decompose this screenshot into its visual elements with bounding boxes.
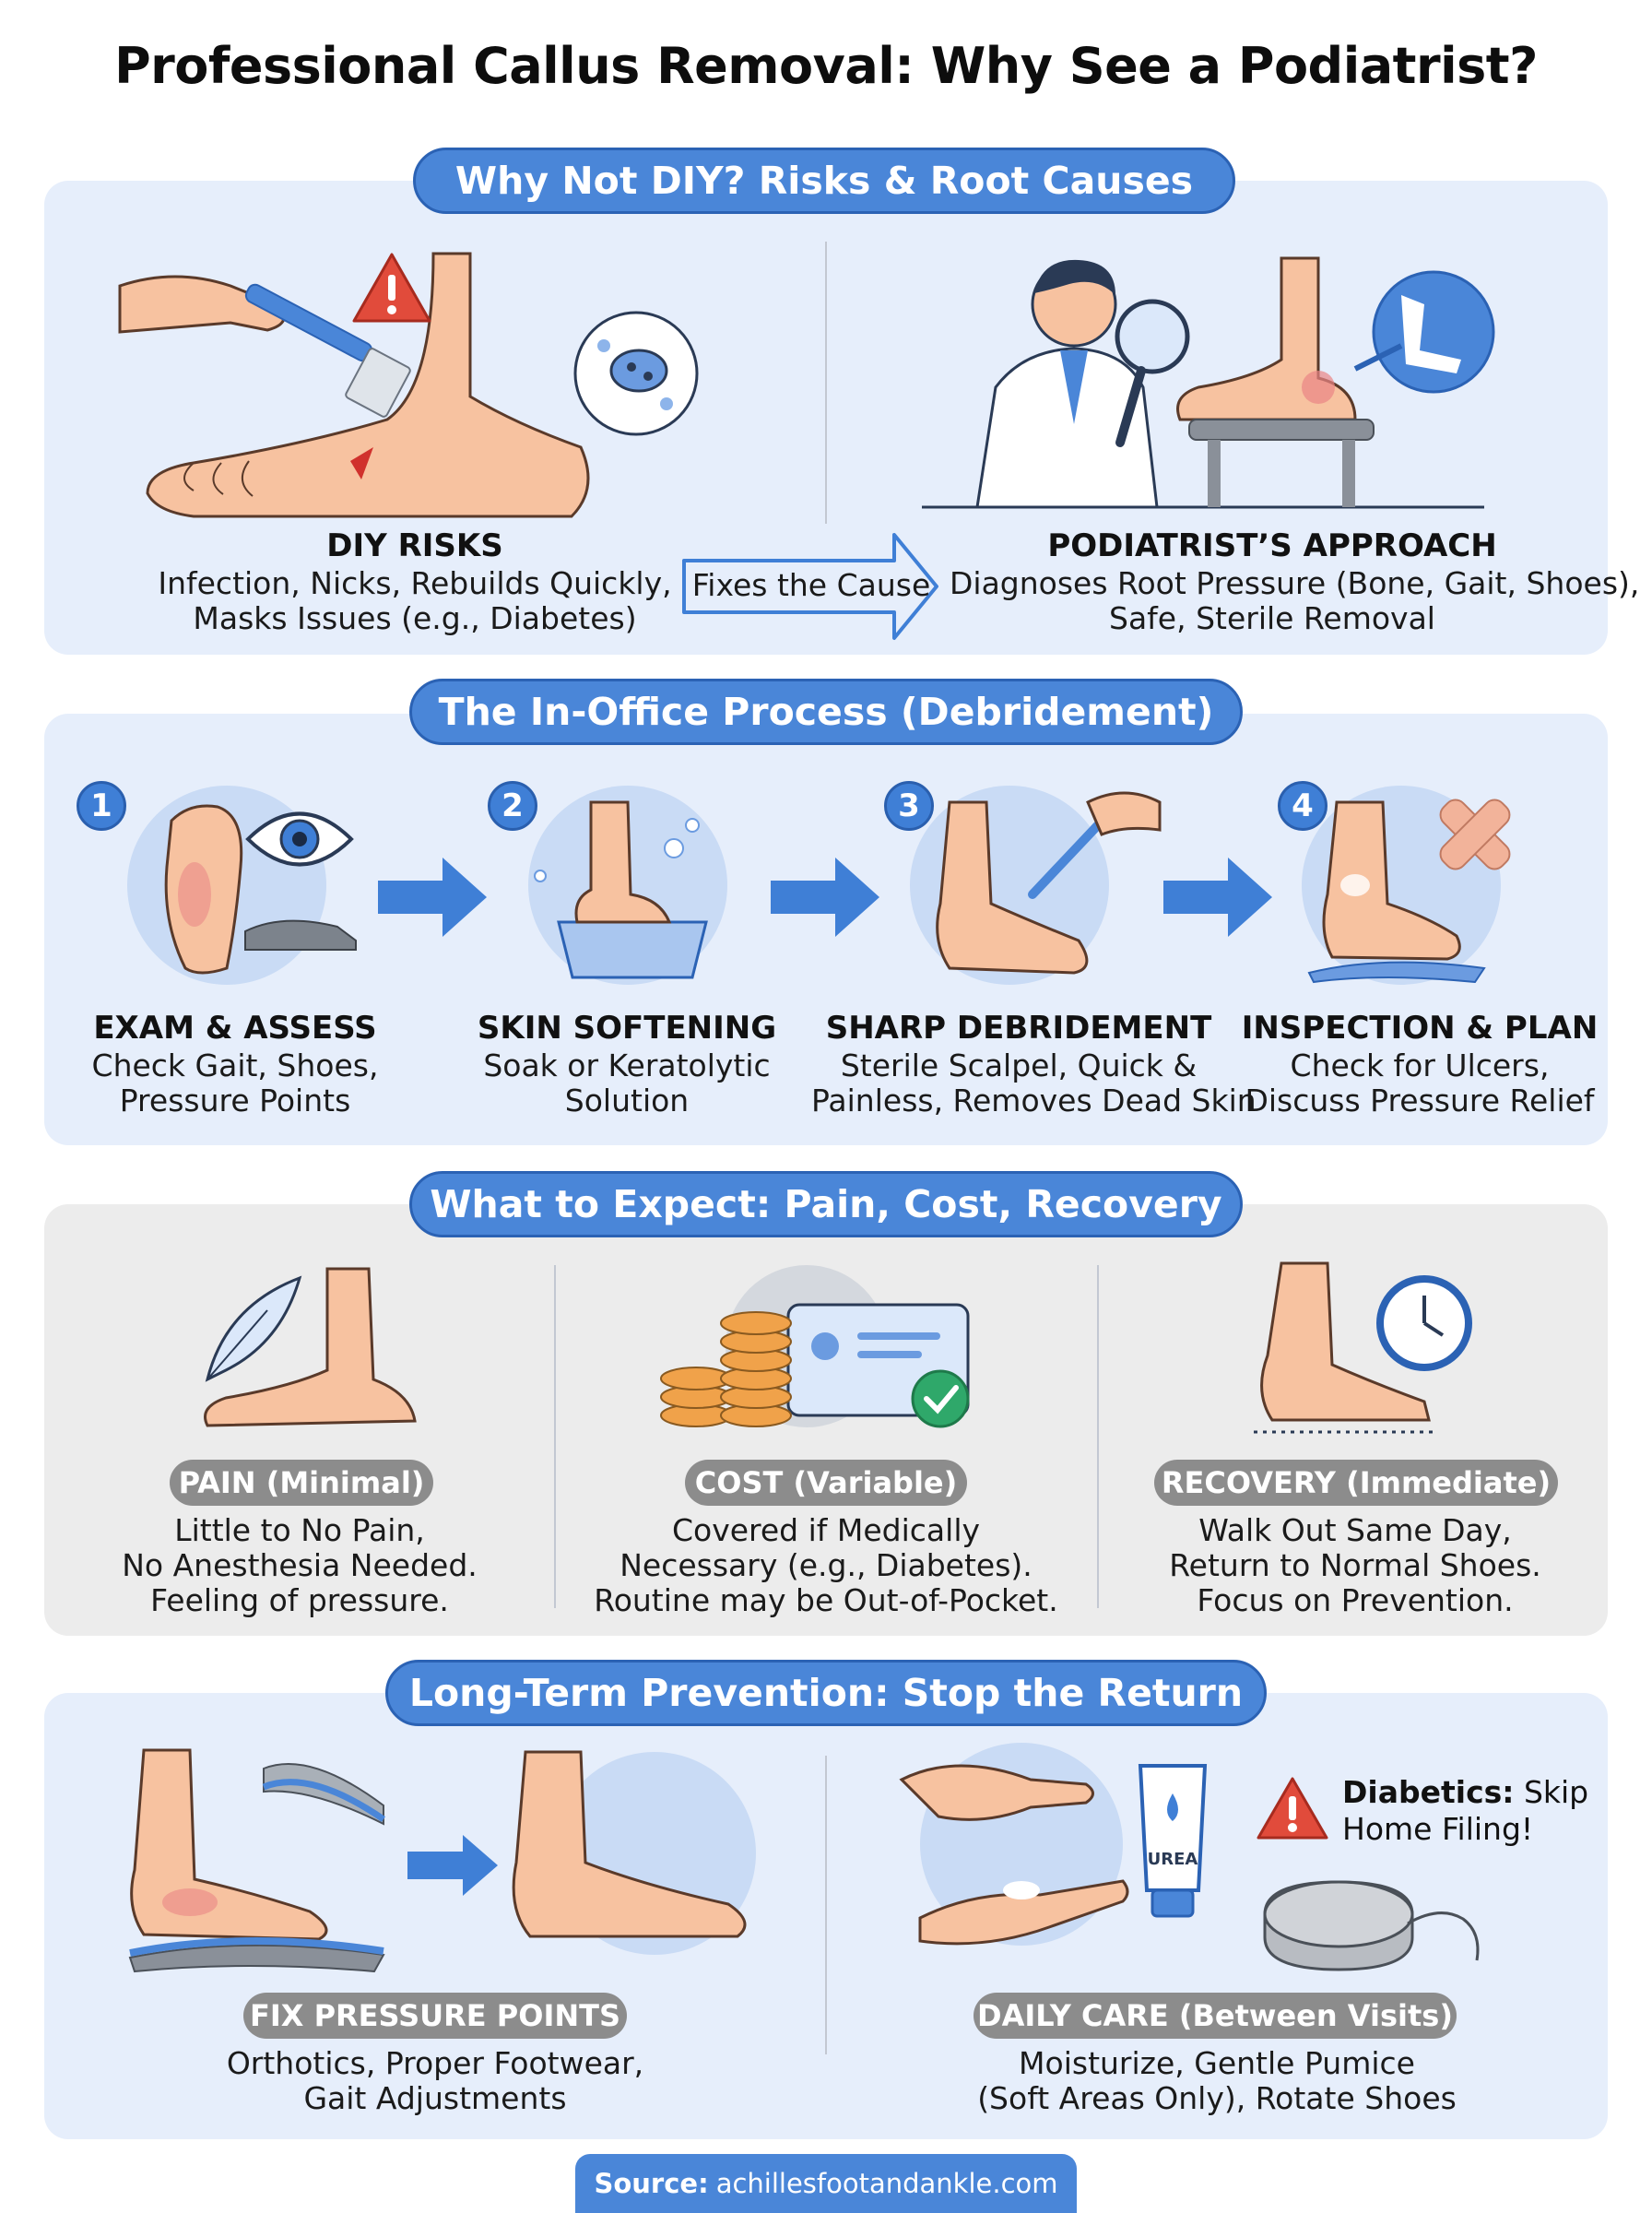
source-footer: Source:achillesfootandankle.com (575, 2154, 1077, 2213)
step3-line1: Sterile Scalpel, Quick & (840, 1047, 1198, 1083)
daily-care-line1: Moisturize, Gentle Pumice (1019, 2045, 1415, 2081)
pumice-stone-illustration (1263, 1880, 1480, 1971)
expect-divider-1 (554, 1265, 556, 1608)
expect-heading: What to Expect: Pain, Cost, Recovery (409, 1171, 1243, 1237)
podiatrist-approach-label: PODIATRIST’S APPROACH (1047, 527, 1497, 564)
recovery-line1: Walk Out Same Day, (1198, 1512, 1512, 1548)
recovery-line2: Return to Normal Shoes. (1169, 1547, 1541, 1583)
diy-risks-label: DIY RISKS (326, 527, 503, 564)
step4-illustration (1302, 786, 1511, 985)
fix-pressure-line2: Gait Adjustments (303, 2080, 567, 2116)
clock-foot-illustration (1254, 1261, 1472, 1434)
step1-number: 1 (77, 781, 126, 831)
cost-line1: Covered if Medically (671, 1512, 981, 1548)
diabetic-warning-icon (1257, 1777, 1328, 1840)
source-link[interactable]: achillesfootandankle.com (715, 2168, 1058, 2199)
step4-number: 4 (1278, 781, 1328, 831)
step2-number: 2 (488, 781, 537, 831)
pain-badge: PAIN (Minimal) (170, 1460, 433, 1506)
foot-orthotic-illustration (128, 1748, 385, 1973)
step1-label: EXAM & ASSESS (93, 1010, 377, 1047)
cost-badge: COST (Variable) (685, 1460, 967, 1506)
urea-tube-illustration (1138, 1764, 1208, 1918)
step-arrow-1 (378, 858, 487, 937)
diy-foot-razor-illustration (118, 252, 590, 518)
recovery-line3: Focus on Prevention. (1197, 1582, 1514, 1618)
cost-line3: Routine may be Out-of-Pocket. (594, 1582, 1058, 1618)
step1-line2: Pressure Points (119, 1083, 351, 1118)
expect-divider-2 (1097, 1265, 1099, 1608)
step3-line2: Painless, Removes Dead Skin (811, 1083, 1257, 1118)
coins-card-illustration (660, 1265, 970, 1428)
step-arrow-2 (771, 858, 879, 937)
step-arrow-3 (1163, 858, 1272, 937)
daily-care-badge: DAILY CARE (Between Visits) (974, 1993, 1457, 2039)
step2-line1: Soak or Keratolytic (483, 1047, 771, 1083)
feather-foot-illustration (204, 1267, 417, 1427)
page-title: Professional Callus Removal: Why See a P… (114, 37, 1538, 95)
step2-illustration (528, 786, 727, 985)
step3-number: 3 (884, 781, 934, 831)
source-label: Source: (594, 2168, 709, 2199)
daily-care-line2: (Soft Areas Only), Rotate Shoes (977, 2080, 1457, 2116)
diy-heading: Why Not DIY? Risks & Root Causes (413, 148, 1235, 214)
fix-pressure-line1: Orthotics, Proper Footwear, (226, 2045, 644, 2081)
step3-illustration (910, 786, 1162, 985)
step3-label: SHARP DEBRIDEMENT (825, 1010, 1212, 1047)
pain-line1: Little to No Pain, (174, 1512, 425, 1548)
cost-line2: Necessary (e.g., Diabetes). (620, 1547, 1032, 1583)
prevention-heading: Long-Term Prevention: Stop the Return (385, 1660, 1267, 1726)
eye-icon (245, 811, 354, 867)
fixes-cause-label: Fixes the Cause (691, 567, 931, 603)
diy-risks-line2: Masks Issues (e.g., Diabetes) (193, 600, 637, 636)
diabetic-warning-bold: Diabetics: (1342, 1774, 1515, 1810)
hand-cream-illustration (899, 1743, 1129, 1946)
step2-label: SKIN SOFTENING (477, 1010, 777, 1047)
bacteria-icon (573, 311, 699, 436)
pain-line3: Feeling of pressure. (150, 1582, 449, 1618)
pain-line2: No Anesthesia Needed. (122, 1547, 478, 1583)
healthy-foot-illustration (512, 1750, 756, 1955)
prevention-divider (825, 1756, 827, 2054)
step4-line2: Discuss Pressure Relief (1245, 1083, 1595, 1118)
diy-divider (825, 242, 827, 524)
step4-line1: Check for Ulcers, (1290, 1047, 1550, 1083)
warning-icon (352, 253, 431, 323)
podiatrist-approach-line2: Safe, Sterile Removal (1109, 600, 1435, 636)
diabetic-warning-line2: Home Filing! (1342, 1811, 1534, 1847)
diabetic-warning-text: Diabetics: Skip Home Filing! (1342, 1774, 1588, 1848)
prevention-arrow (407, 1835, 498, 1896)
recovery-badge: RECOVERY (Immediate) (1154, 1460, 1558, 1506)
podiatrist-illustration (922, 256, 1495, 509)
podiatrist-approach-line1: Diagnoses Root Pressure (Bone, Gait, Sho… (950, 565, 1640, 601)
diy-risks-line1: Infection, Nicks, Rebuilds Quickly, (158, 565, 672, 601)
urea-label: UREA (1147, 1850, 1198, 1869)
fixes-cause-arrow (682, 533, 938, 640)
step1-line1: Check Gait, Shoes, (91, 1047, 379, 1083)
fix-pressure-badge: FIX PRESSURE POINTS (243, 1993, 627, 2039)
step4-label: INSPECTION & PLAN (1241, 1010, 1599, 1047)
process-heading: The In-Office Process (Debridement) (409, 679, 1243, 745)
diabetic-warning-rest: Skip (1514, 1774, 1589, 1810)
step2-line2: Solution (564, 1083, 690, 1118)
